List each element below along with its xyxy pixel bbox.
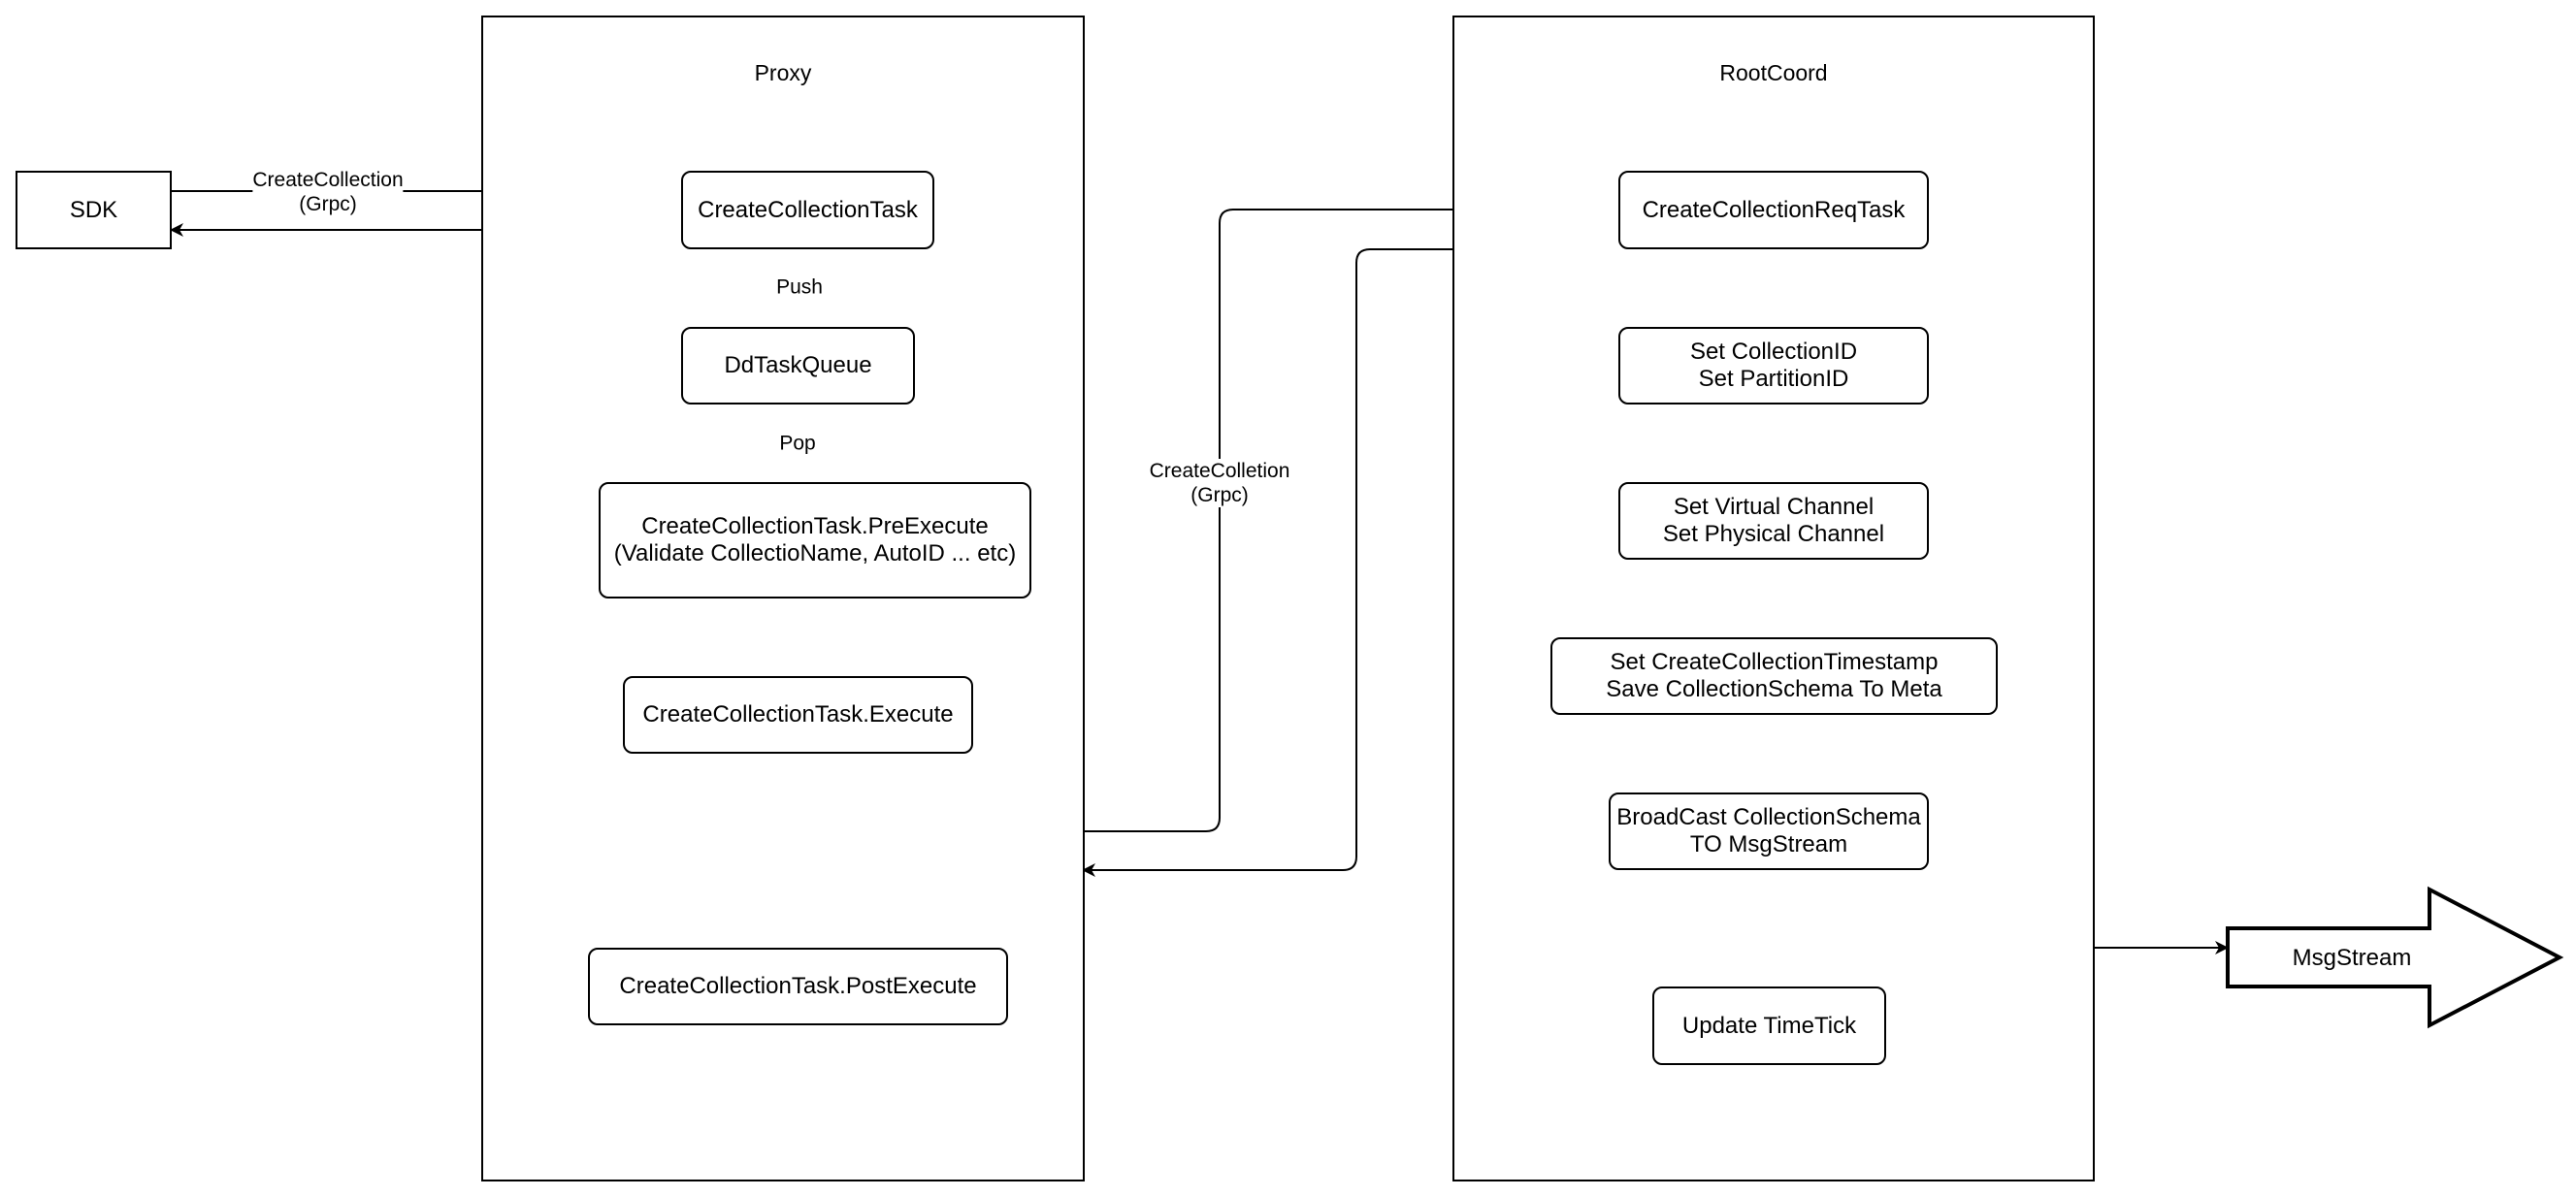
set-timestamp-node[interactable]: Set CreateCollectionTimestamp Save Colle… bbox=[1550, 637, 1998, 715]
edge-label-proxy-grpc: CreateColletion (Grpc) bbox=[1149, 459, 1290, 507]
proxy-title: Proxy bbox=[754, 60, 812, 85]
edge-label-pop: Pop bbox=[779, 431, 816, 456]
dd-task-queue-node[interactable]: DdTaskQueue bbox=[681, 327, 915, 404]
create-collection-task-node[interactable]: CreateCollectionTask bbox=[681, 171, 934, 249]
post-execute-node[interactable]: CreateCollectionTask.PostExecute bbox=[588, 948, 1008, 1025]
edge-label-push: Push bbox=[776, 275, 823, 300]
set-ids-node[interactable]: Set CollectionID Set PartitionID bbox=[1618, 327, 1929, 404]
update-timetick-node[interactable]: Update TimeTick bbox=[1652, 987, 1886, 1065]
msgstream-label[interactable]: MsgStream bbox=[2292, 945, 2412, 971]
msgstream-arrow-shape bbox=[2226, 886, 2564, 1029]
pre-execute-node[interactable]: CreateCollectionTask.PreExecute (Validat… bbox=[599, 482, 1031, 598]
edge-label-sdk-grpc: CreateCollection (Grpc) bbox=[252, 168, 404, 216]
execute-node[interactable]: CreateCollectionTask.Execute bbox=[623, 676, 973, 754]
set-channels-node[interactable]: Set Virtual Channel Set Physical Channel bbox=[1618, 482, 1929, 560]
edge-rootcoord-response bbox=[1082, 248, 1455, 877]
create-collection-req-task-node[interactable]: CreateCollectionReqTask bbox=[1618, 171, 1929, 249]
rootcoord-title: RootCoord bbox=[1719, 60, 1828, 85]
broadcast-node[interactable]: BroadCast CollectionSchema TO MsgStream bbox=[1609, 793, 1929, 870]
sdk-node[interactable]: SDK bbox=[16, 171, 172, 249]
